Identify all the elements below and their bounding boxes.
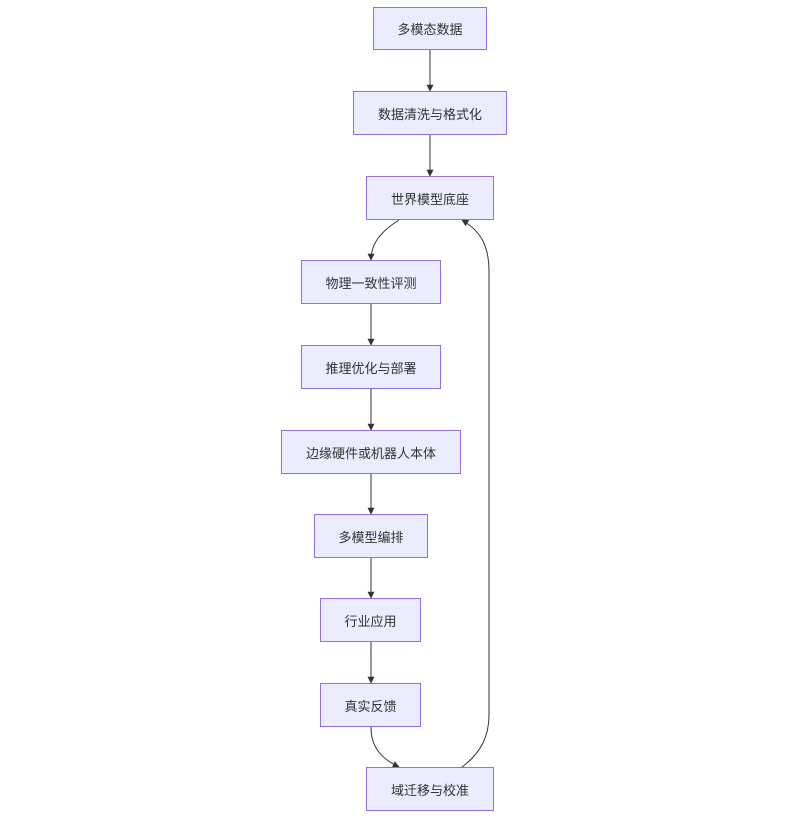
node-physics-consistency-eval: 物理一致性评测 [301,260,441,304]
node-data-cleaning: 数据清洗与格式化 [353,91,507,135]
node-label: 世界模型底座 [390,192,469,208]
edge-n9-n10 [370,726,400,768]
node-label: 推理优化与部署 [325,361,417,377]
node-world-model-base: 世界模型底座 [366,176,494,220]
edge-n10-n3 [461,219,490,768]
node-label: 行业应用 [344,614,397,630]
node-label: 多模态数据 [397,23,463,38]
node-real-feedback: 真实反馈 [320,683,421,727]
node-multi-model-orchestration: 多模型编排 [314,514,428,558]
node-inference-optimization: 推理优化与部署 [301,345,441,389]
node-label: 边缘硬件或机器人本体 [305,446,436,462]
node-label: 域迁移与校准 [390,783,469,799]
node-label: 真实反馈 [344,699,397,715]
node-label: 数据清洗与格式化 [377,107,482,123]
node-domain-transfer-calibration: 域迁移与校准 [366,767,494,811]
node-industry-applications: 行业应用 [320,598,421,642]
node-multimodal-data: 多模态数据 [373,7,487,50]
edge-n3-n4 [367,219,400,261]
node-edge-hardware-robot: 边缘硬件或机器人本体 [281,430,461,474]
node-label: 物理一致性评测 [325,276,417,292]
node-label: 多模型编排 [338,530,404,546]
